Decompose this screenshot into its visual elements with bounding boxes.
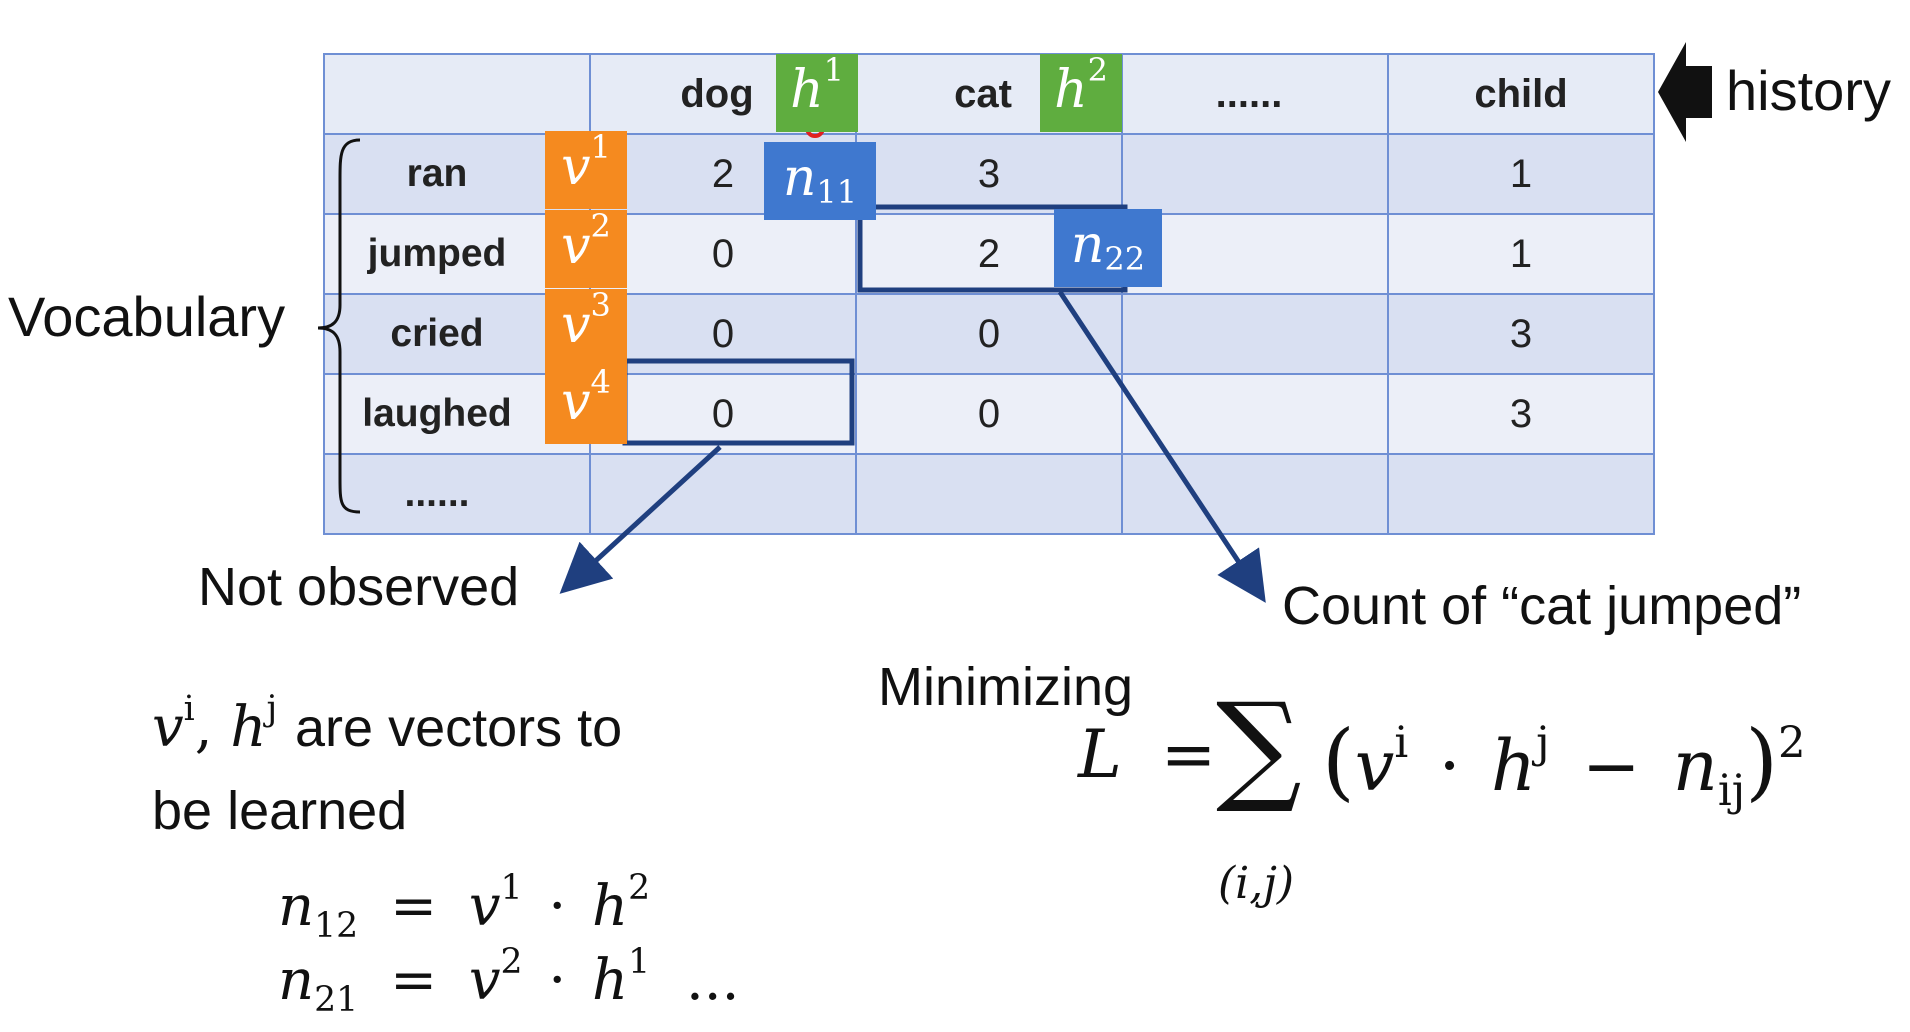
table-cell [855,453,1123,535]
column-header-child: child [1387,53,1655,135]
vocabulary-label: Vocabulary [8,285,286,348]
history-arrow-icon [1658,42,1712,142]
row-header-label: jumped [367,232,507,275]
table-cell [1121,373,1389,455]
loss-summand: (vi · hj − nij)2 [1322,712,1806,817]
table-corner-cell [323,53,591,135]
count-cat-jumped-label: Count of “cat jumped” [1282,576,1802,636]
table-cell [1387,453,1655,535]
loss-formula: L = [1078,716,1234,793]
table-cell: 3 [1387,373,1655,455]
vocabulary-brace [317,138,361,514]
history-label: history [1726,59,1891,122]
table-cell: 1 [1387,213,1655,295]
count-arrow [1057,290,1266,603]
row-header-ellipsis: ...... [323,453,591,535]
table-cell: 1 [1387,133,1655,215]
table-row: ...... [323,453,1655,535]
table-cell [1121,453,1389,535]
column-header-label: dog [680,71,754,116]
table-row: jumped 0 2 1 [323,213,1655,295]
column-header-label: ...... [1215,71,1283,116]
column-header-label: child [1474,71,1568,116]
not-observed-label: Not observed [198,557,520,617]
cat-jumped-highlight-box [857,204,1128,293]
table-cell [1121,213,1389,295]
table-cell [589,453,857,535]
table-cell: 3 [855,133,1123,215]
table-cell [1121,293,1389,375]
column-header-label: cat [954,71,1012,116]
table-cell: 0 [589,213,857,295]
row-header-label: ran [406,152,468,195]
loss-lhs: L [1078,716,1122,793]
vectors-description-line2: be learned [152,781,408,841]
row-header-label: ...... [404,472,470,515]
example-n21: n21 = v2 · h1 ... [278,941,740,1021]
table-cell [1121,133,1389,215]
table-cell: 0 [855,293,1123,375]
sum-symbol: ∑ [1216,678,1302,817]
table-cell: 0 [855,373,1123,455]
vectors-description-line1: vi, hj are vectors to [152,688,623,760]
not-observed-highlight-box [622,358,855,446]
column-header-ellipsis: ...... [1121,53,1389,135]
vectors-description: vi, hj are vectors to be learned [152,688,623,849]
table-cell: 3 [1387,293,1655,375]
minimizing-label: Minimizing [878,657,1134,717]
cooccurrence-table: dog cat ...... child ran 2 3 1 jumped 0 … [323,53,1655,535]
table-row: ran 2 3 1 [323,133,1655,215]
row-header-label: laughed [362,392,512,435]
sum-index: (i,j) [1218,858,1295,909]
row-header-label: cried [390,312,484,355]
loss-equals: = [1160,716,1217,793]
not-observed-arrow [559,445,722,594]
example-n12: n12 = v1 · h2 [278,867,651,947]
